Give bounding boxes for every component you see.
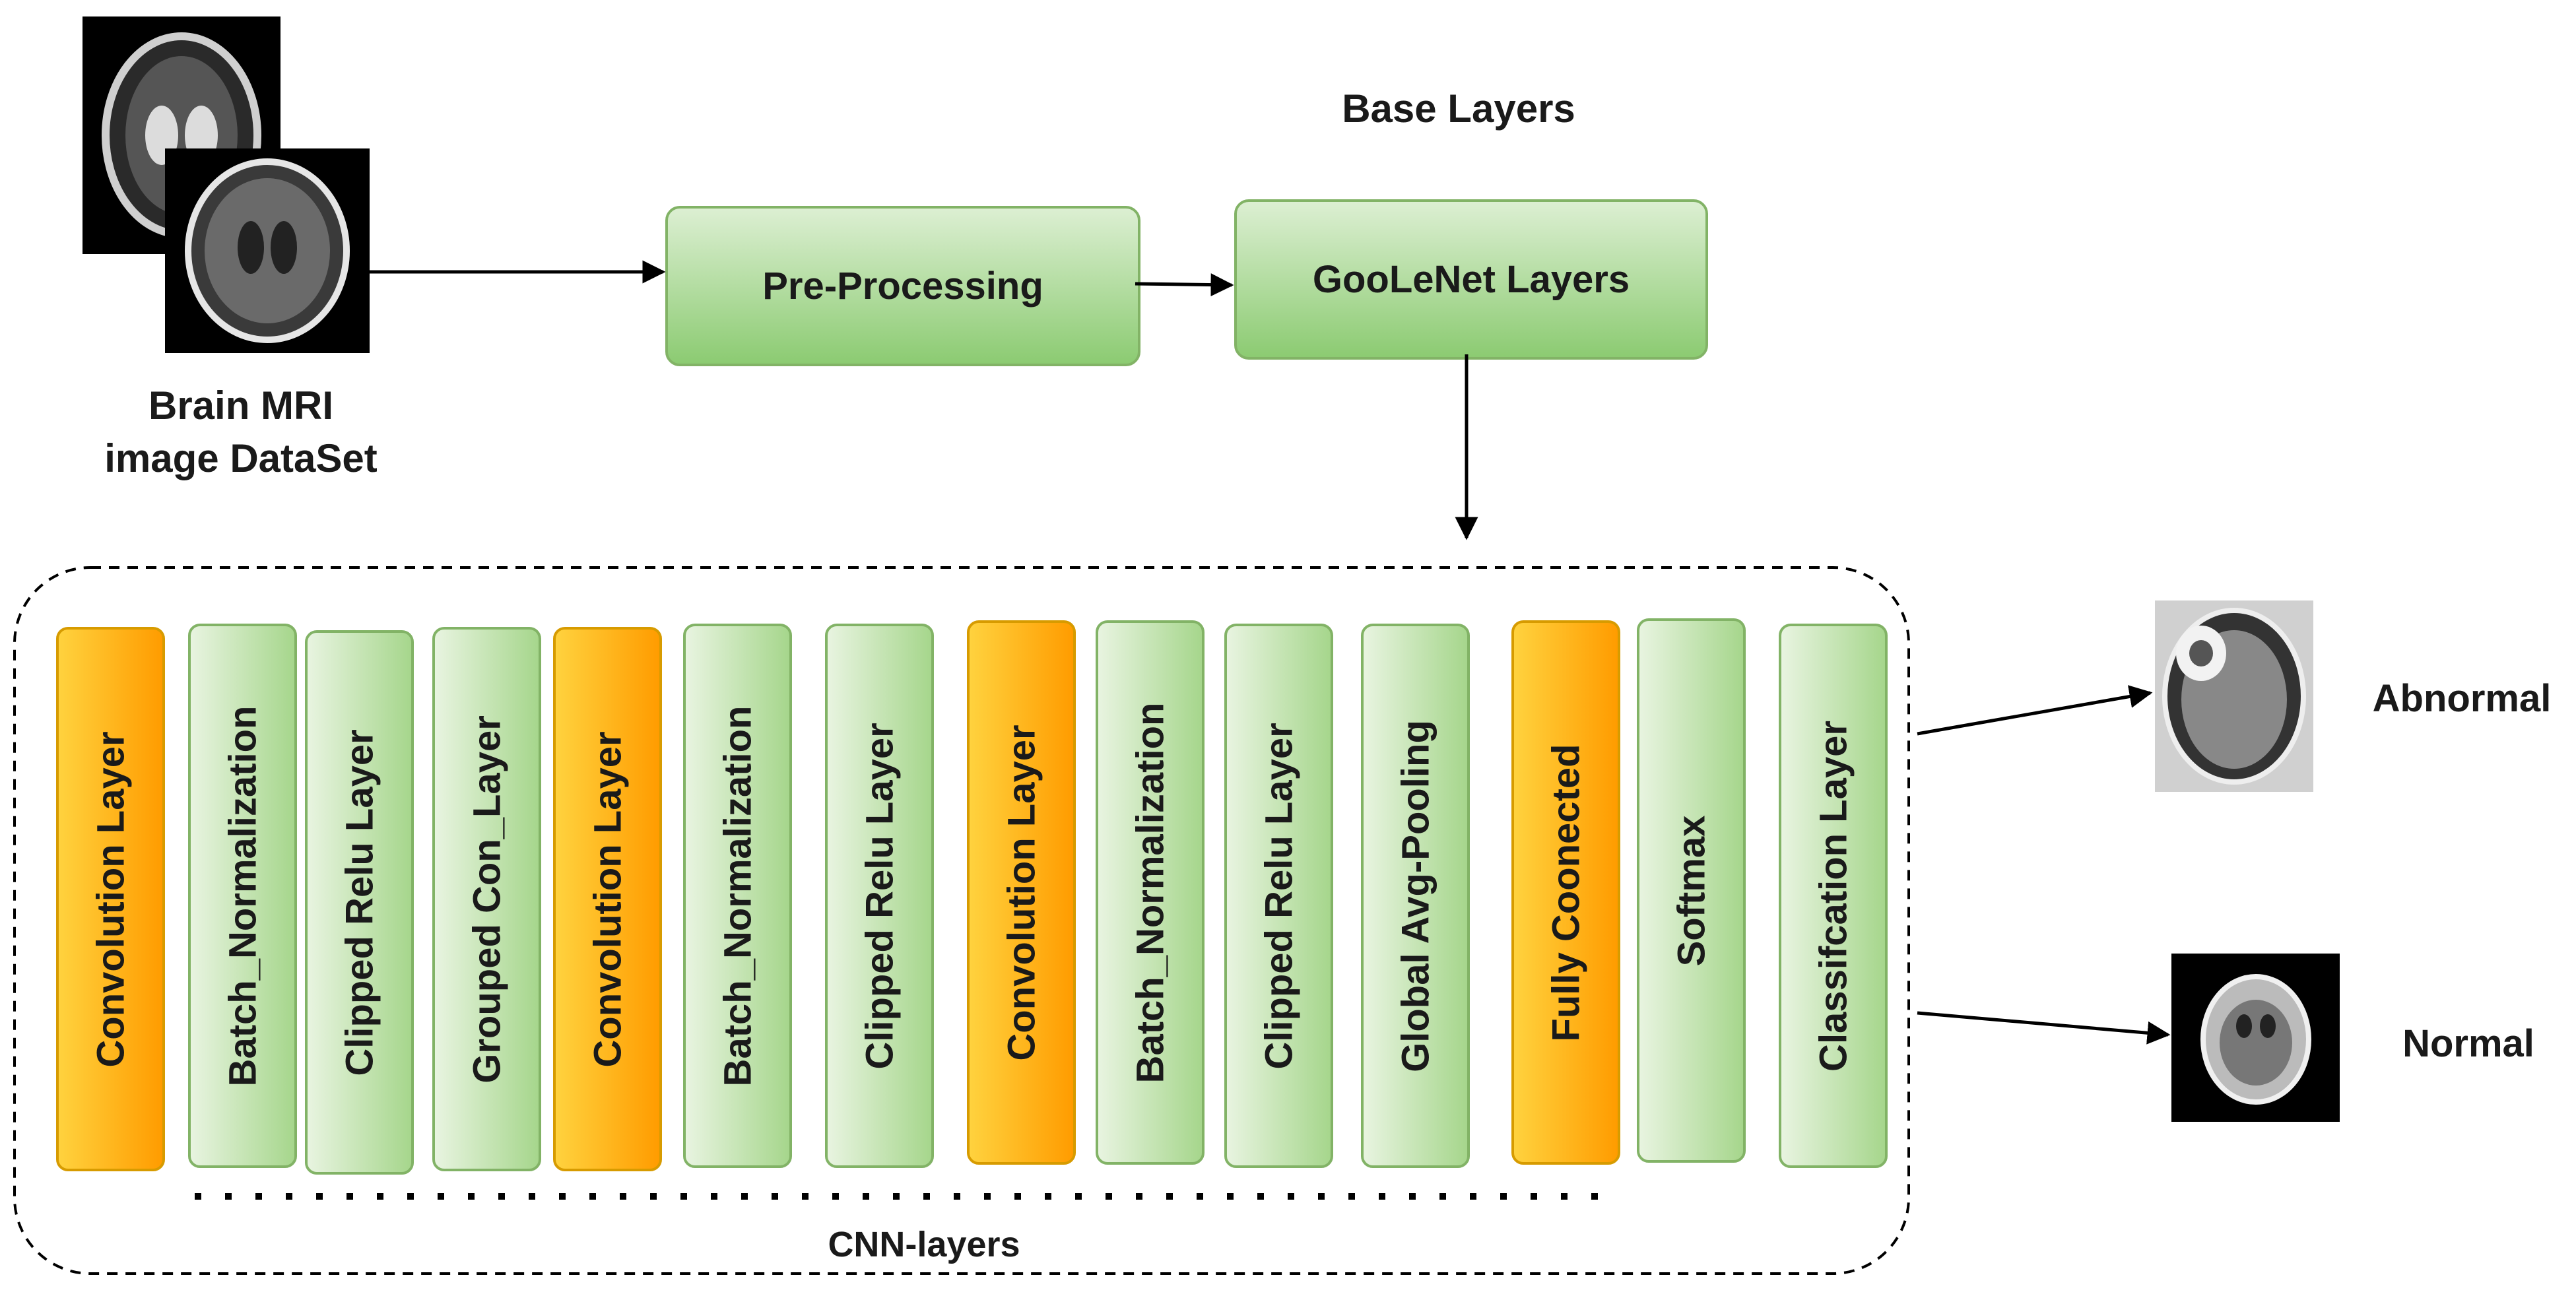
cnn-layer-2: Batch_Normalization bbox=[188, 624, 297, 1168]
cnn-layer-8: Convolution Layer bbox=[967, 620, 1076, 1165]
cnn-container bbox=[13, 566, 1910, 1275]
cnn-layer-12: Fully Coonected bbox=[1511, 620, 1620, 1165]
output-abnormal-label: Abnormal bbox=[2372, 677, 2552, 720]
googlenet-label: GooLeNet Layers bbox=[1312, 258, 1630, 301]
cnn-layer-1: Convolution Layer bbox=[56, 627, 165, 1171]
cnn-layer-label: Clipped Relu Layer bbox=[1257, 722, 1300, 1070]
cnn-layer-9: Batch_Normalization bbox=[1096, 620, 1205, 1165]
cnn-layer-4: Grouped Con_Layer bbox=[432, 627, 541, 1171]
cnn-layer-label: Convolution Layer bbox=[1000, 724, 1043, 1061]
cnn-layer-3: Clipped Relu Layer bbox=[305, 630, 414, 1175]
normal-mri-image bbox=[2171, 954, 2340, 1122]
output-normal-label: Normal bbox=[2402, 1022, 2534, 1065]
cnn-layer-11: Global Avg-Pooling bbox=[1361, 624, 1470, 1168]
arrow-to-abnormal bbox=[1917, 685, 2153, 736]
cnn-layer-label: Clipped Relu Layer bbox=[858, 722, 901, 1070]
abnormal-mri-image bbox=[2155, 600, 2313, 792]
cnn-layer-label: Clipped Relu Layer bbox=[338, 729, 381, 1076]
cnn-layer-label: Batch_Normalization bbox=[221, 705, 264, 1086]
preprocessing-node: Pre-Processing bbox=[665, 206, 1140, 366]
cnn-layer-14: Classifcation Layer bbox=[1779, 624, 1888, 1168]
cnn-layer-label: Softmax bbox=[1670, 815, 1713, 966]
dataset-label-line2: image DataSet bbox=[104, 436, 378, 480]
cnn-layer-label: Batch_Normalization bbox=[716, 705, 759, 1086]
cnn-layer-13: Softmax bbox=[1637, 618, 1746, 1163]
dataset-label-line1: Brain MRI bbox=[148, 383, 334, 428]
cnn-layer-label: Fully Coonected bbox=[1544, 743, 1587, 1042]
cnn-layer-label: Classifcation Layer bbox=[1812, 720, 1855, 1072]
cnn-layer-5: Convolution Layer bbox=[553, 627, 662, 1171]
cnn-layer-10: Clipped Relu Layer bbox=[1224, 624, 1333, 1168]
arrow-to-normal bbox=[1917, 1011, 2171, 1045]
cnn-layer-label: Grouped Con_Layer bbox=[465, 715, 508, 1084]
googlenet-node: GooLeNet Layers bbox=[1234, 199, 1708, 360]
cnn-group-label: CNN-layers bbox=[828, 1225, 1020, 1264]
cnn-layer-label: Batch_Normalization bbox=[1129, 702, 1172, 1083]
cnn-layer-7: Clipped Relu Layer bbox=[825, 624, 934, 1168]
mri-image-front bbox=[165, 148, 370, 353]
cnn-layer-label: Convolution Layer bbox=[586, 730, 629, 1068]
cnn-layer-6: Batch_Normalization bbox=[683, 624, 792, 1168]
cnn-layer-label: Convolution Layer bbox=[89, 730, 132, 1068]
cnn-layer-label: Global Avg-Pooling bbox=[1394, 719, 1437, 1072]
preprocessing-label: Pre-Processing bbox=[762, 265, 1043, 308]
base-layers-title: Base Layers bbox=[1342, 86, 1575, 131]
arrow-preprocessing-to-googlenet bbox=[1135, 273, 1234, 297]
